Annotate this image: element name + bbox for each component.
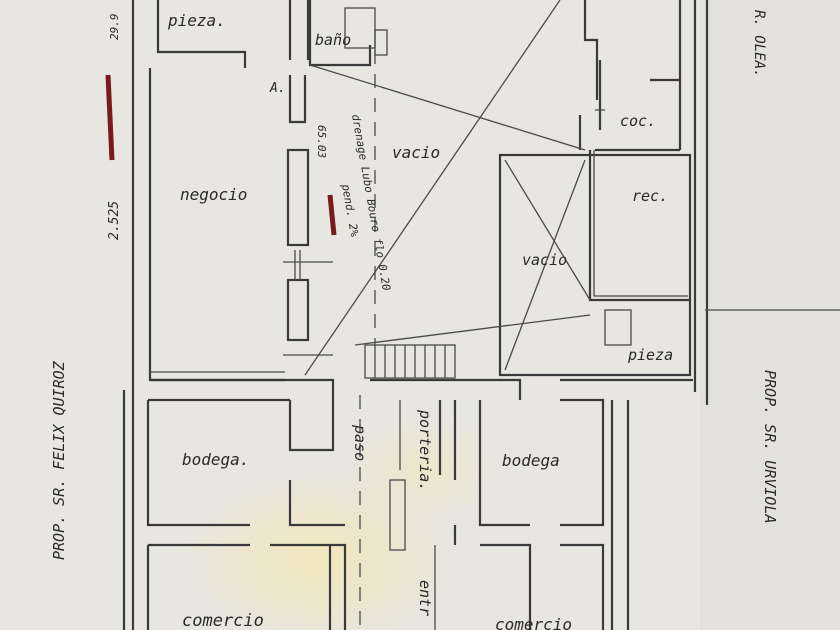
lower-floor-walls <box>146 398 605 630</box>
label-vacio-right: vacio <box>522 251 567 269</box>
label-coc: coc. <box>620 112 656 130</box>
label-bodega-right: bodega <box>502 451 560 470</box>
label-pieza-right: pieza <box>627 346 673 364</box>
label-dim-side: 65.03 <box>315 125 328 158</box>
light-glare-2 <box>340 410 500 530</box>
pen-scribbles <box>105 74 337 236</box>
label-a: A. <box>269 81 286 96</box>
drainage-line <box>359 50 376 630</box>
label-vacio-center: vacio <box>392 143 440 162</box>
label-comercio-left: comercio <box>182 611 264 630</box>
upper-floor-walls <box>148 0 693 452</box>
outer-boundary <box>122 0 840 630</box>
label-dim-top: 29.9 <box>108 14 121 41</box>
label-negocio: negocio <box>180 185 247 204</box>
label-prop-left: PROP. SR. FELIX QUIROZ <box>50 360 68 560</box>
void-diagonals <box>304 0 591 376</box>
stairs <box>364 344 456 379</box>
label-entr: entr <box>416 580 434 616</box>
label-prop-top-right: R. OLEA. <box>751 10 767 77</box>
label-porteria: porteria. <box>416 409 434 491</box>
bathroom-fixtures <box>344 7 632 346</box>
label-comercio-right: comercio <box>495 615 572 630</box>
label-bodega-left: bodega. <box>182 450 249 469</box>
label-prop-right: PROP. SR. URVIOLA <box>761 370 779 524</box>
boundary-ticks <box>283 250 333 356</box>
label-pieza-top: pieza. <box>167 11 226 30</box>
right-margin-strip <box>700 0 840 630</box>
label-margin-note: 2.525 <box>107 201 122 240</box>
label-bano: baño <box>315 31 351 49</box>
label-rec: rec. <box>632 187 668 205</box>
label-paso: paso <box>351 424 369 461</box>
